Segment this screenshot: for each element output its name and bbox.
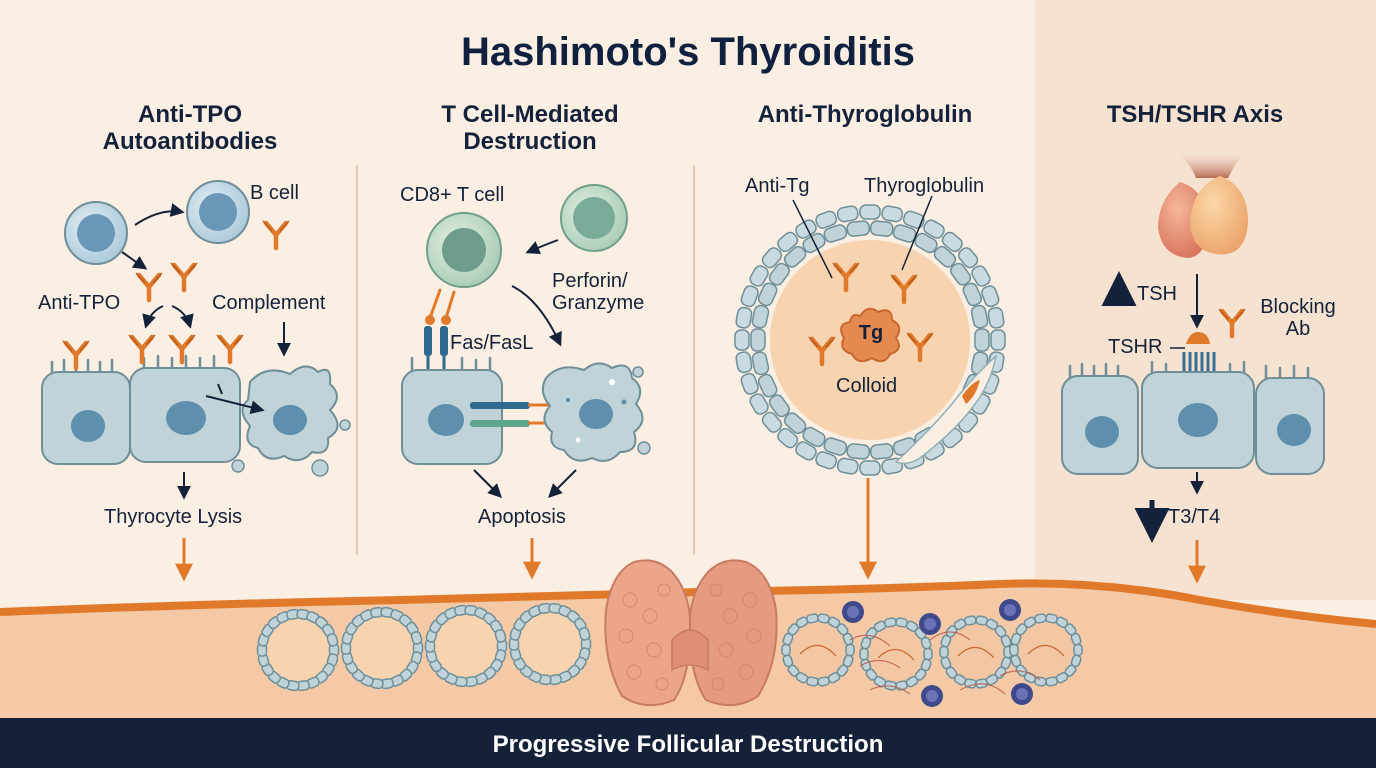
anti-tg-label: Anti-Tg: [745, 175, 810, 197]
colloid-label: Colloid: [836, 375, 898, 397]
apoptosis-label: Apoptosis: [478, 506, 566, 528]
t3-t4-label: T3/T4: [1168, 506, 1221, 528]
heading-line: T Cell-Mediated: [441, 101, 619, 128]
fas-fasl-label: Fas/FasL: [450, 332, 534, 354]
footer-bar: [0, 718, 1376, 768]
thyrocyte-lysis-label: Thyrocyte Lysis: [104, 506, 243, 528]
b-cell-label: B cell: [250, 182, 299, 204]
perforin-granzyme-label: Perforin/ Granzyme: [552, 270, 644, 315]
tissue-follicles: [256, 602, 1083, 692]
label-line: Perforin/: [552, 270, 628, 292]
heading-line: Anti-TPO: [138, 101, 242, 128]
panel-anti-tg-heading: Anti-Thyroglobulin: [757, 101, 973, 128]
label-line: Granzyme: [552, 292, 645, 315]
thyroglobulin-label: Thyroglobulin: [864, 175, 985, 197]
tshr-label: TSHR: [1108, 336, 1163, 358]
tg-label: Tg: [858, 322, 884, 344]
diagram-title: Hashimoto's Thyroiditis: [460, 30, 915, 74]
complement-label: Complement: [212, 292, 326, 314]
tsh-label: TSH: [1137, 283, 1177, 305]
blocking-ab-label: Blocking Ab: [1248, 296, 1348, 341]
panel-t-cell-heading: T Cell-Mediated Destruction: [410, 101, 650, 156]
panel-tsh-heading: TSH/TSHR Axis: [1106, 101, 1284, 128]
heading-line: Destruction: [463, 127, 597, 155]
cd8-t-cell-label: CD8+ T cell: [400, 184, 505, 206]
anti-tpo-label: Anti-TPO: [38, 292, 121, 314]
label-line: Ab: [1285, 318, 1311, 341]
label-line: Blocking: [1260, 296, 1336, 318]
panel-anti-tpo-heading: Anti-TPO Autoantibodies: [80, 101, 300, 156]
heading-line: Autoantibodies: [102, 127, 278, 155]
footer-caption: Progressive Follicular Destruction: [492, 731, 884, 758]
